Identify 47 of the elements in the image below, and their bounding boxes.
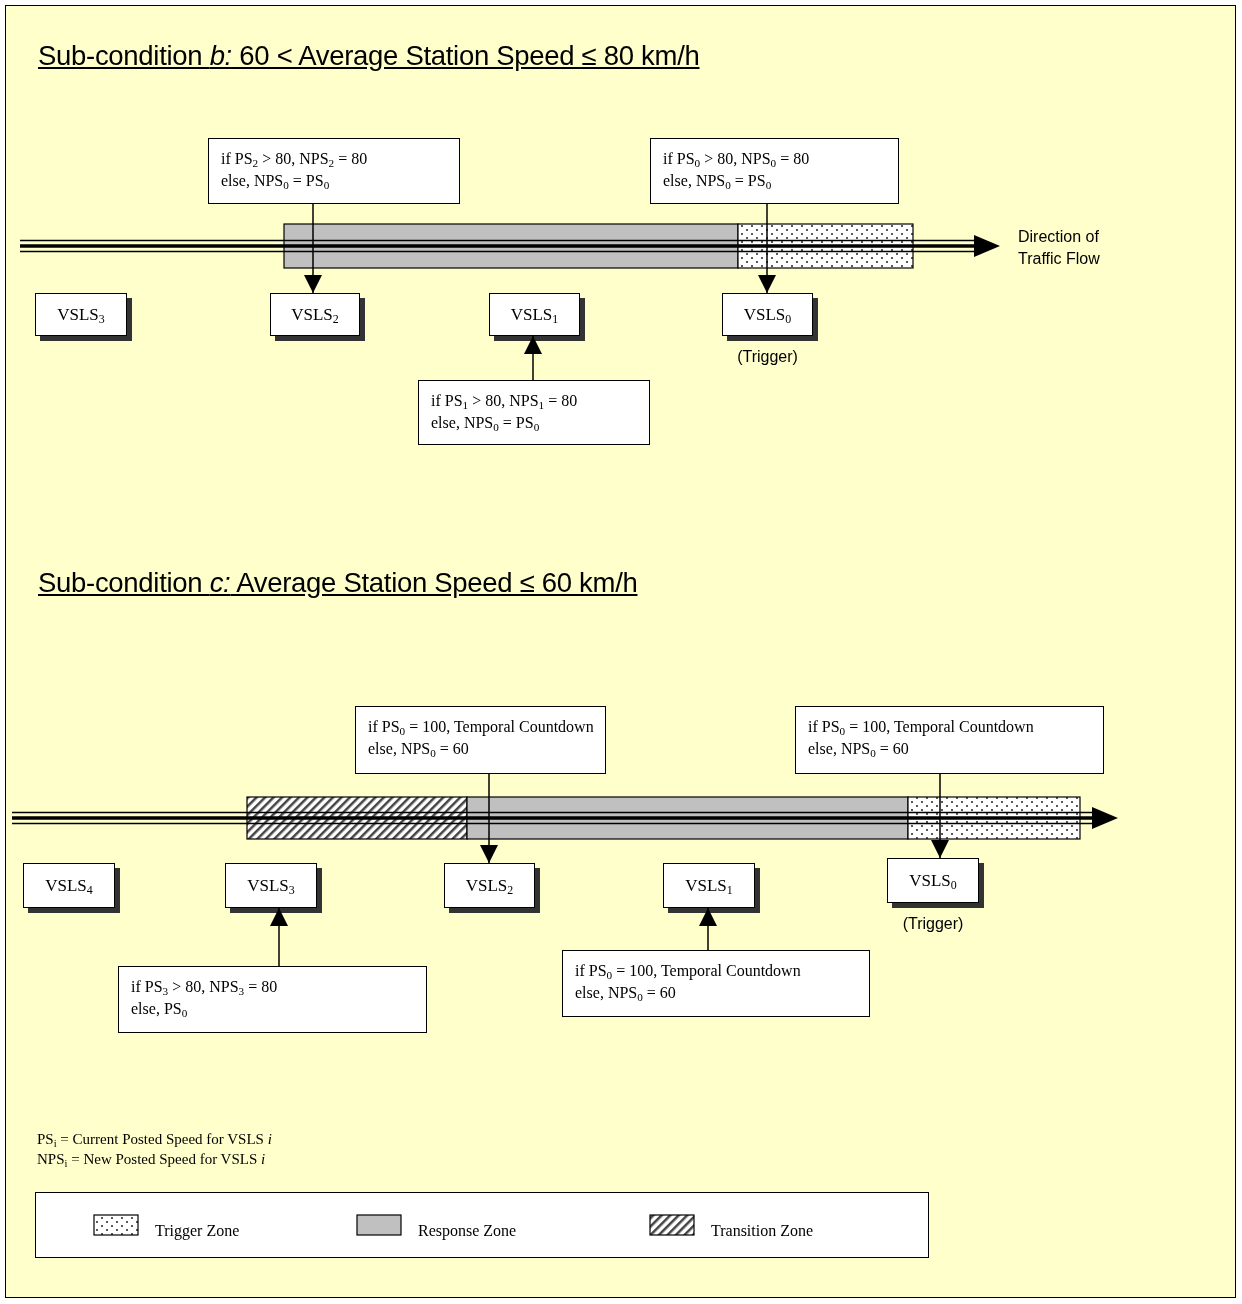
trigger-note: (Trigger) <box>901 914 965 934</box>
condition-text: else, NPS$_{0}$ = 60 <box>808 739 910 760</box>
condition-text: if PS$_{0}$ = 100, Temporal Countdown <box>575 961 802 982</box>
legend-label: Transition Zone <box>711 1222 814 1240</box>
section-heading: Sub-condition b: 60 < Average Station Speed ≤ 80 km/h <box>38 40 700 72</box>
sign-label: VSLS$_{4}$ <box>45 875 93 896</box>
condition-box <box>650 138 899 204</box>
definition-note: PS$_{i}$ = Current Posted Speed for VSLS i <box>37 1131 272 1148</box>
condition-box <box>418 380 650 445</box>
legend-label: Response Zone <box>418 1222 517 1240</box>
definition-note: NPS$_{i}$ = New Posted Speed for VSLS i <box>37 1151 266 1168</box>
condition-text: else, PS$_{0}$ <box>131 999 189 1020</box>
condition-box <box>118 966 427 1033</box>
trigger-note: (Trigger) <box>736 347 799 367</box>
arrow <box>304 203 322 294</box>
direction-label: Direction of Traffic Flow <box>1018 227 1101 269</box>
condition-text: if PS$_{0}$ > 80, NPS$_{0}$ = 80 <box>663 149 811 170</box>
condition-text: if PS$_{2}$ > 80, NPS$_{2}$ = 80 <box>221 149 369 170</box>
sign-label: VSLS$_{3}$ <box>247 875 295 896</box>
condition-box <box>355 706 606 774</box>
sign-label: VSLS$_{0}$ <box>909 870 957 891</box>
sign-label: VSLS$_{1}$ <box>685 875 733 896</box>
sign-label: VSLS$_{3}$ <box>57 304 105 325</box>
arrow <box>699 907 717 951</box>
condition-text: if PS$_{3}$ > 80, NPS$_{3}$ = 80 <box>131 977 279 998</box>
condition-text: else, NPS$_{0}$ = PS$_{0}$ <box>431 413 541 434</box>
condition-text: if PS$_{1}$ > 80, NPS$_{1}$ = 80 <box>431 391 579 412</box>
legend-label: Trigger Zone <box>155 1222 240 1240</box>
arrow <box>270 907 288 967</box>
condition-box <box>208 138 460 204</box>
sign-label: VSLS$_{2}$ <box>291 304 339 325</box>
condition-text: else, NPS$_{0}$ = 60 <box>368 739 470 760</box>
condition-text: if PS$_{0}$ = 100, Temporal Countdown <box>368 717 595 738</box>
condition-text: else, NPS$_{0}$ = PS$_{0}$ <box>221 171 331 192</box>
condition-box <box>795 706 1104 774</box>
arrow <box>524 335 542 381</box>
condition-text: else, NPS$_{0}$ = PS$_{0}$ <box>663 171 773 192</box>
sign-label: VSLS$_{2}$ <box>465 875 514 896</box>
sign-label: VSLS$_{0}$ <box>743 304 792 325</box>
arrow <box>931 773 949 859</box>
condition-box <box>562 950 870 1017</box>
arrow <box>480 773 498 864</box>
sign-label: VSLS$_{1}$ <box>510 304 559 325</box>
section-heading: Sub-condition c: Average Station Speed ≤ 60 km/h <box>38 567 638 599</box>
condition-text: else, NPS$_{0}$ = 60 <box>575 983 677 1004</box>
arrow <box>758 203 776 294</box>
condition-text: if PS$_{0}$ = 100, Temporal Countdown <box>808 717 1035 738</box>
